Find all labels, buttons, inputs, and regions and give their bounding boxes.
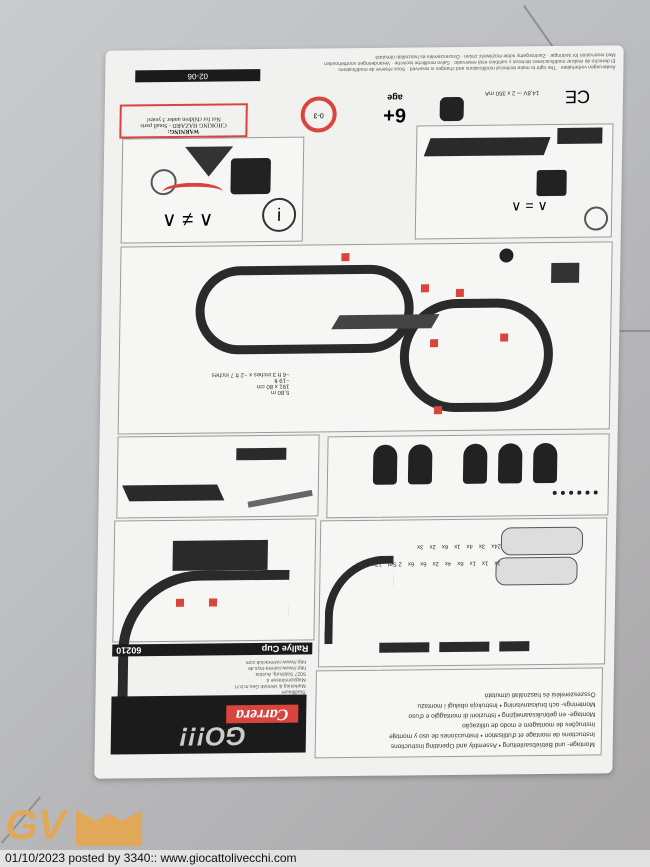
part-count: 4x — [466, 542, 473, 549]
parts-list-panel: 1x 1x 1x 6x 4x 2x 6x 6x 2 Set 12x 56x 24… — [317, 517, 608, 668]
section-marker — [433, 406, 443, 415]
part-count: 56x — [356, 560, 367, 567]
product-number: 60210 — [116, 645, 142, 656]
screws-icon — [552, 490, 598, 511]
dimensions-legend: 5,80 m 191 x 80 cm ~19 ft ~6 ft 3 inches… — [139, 371, 289, 397]
arrow-icon — [162, 182, 223, 202]
guard-rail-panel — [116, 434, 320, 519]
age-value: 6+ — [383, 103, 407, 126]
address-line: http://www.carreraclub.com — [245, 658, 307, 666]
part-count: 6x — [420, 560, 427, 567]
guide-pin-icon — [462, 443, 488, 484]
power-rating: 14,8V ⎓ 2 x 350 mA — [484, 89, 540, 96]
track-layout-panel: 5,80 m 191 x 80 cm ~19 ft ~6 ft 3 inches… — [117, 241, 613, 435]
part-count: 4x — [444, 560, 452, 567]
watermark-mascot-icon — [76, 810, 142, 846]
power-supply-panel: i ∨ ≠ ∨ — [120, 136, 305, 244]
car-icon — [500, 526, 584, 556]
part-counts: 1x 1x 1x 6x 4x 2x 6x 6x 2 Set 12x 56x 24… — [351, 539, 501, 569]
crossover-ramp — [331, 314, 440, 330]
track-piece — [172, 539, 268, 571]
part-count: 6x — [457, 559, 464, 566]
socket-icon — [583, 206, 609, 231]
section-marker — [420, 284, 430, 293]
part-count: 1x — [469, 559, 476, 566]
carrera-go-logo: Carrera GO!!! — [110, 694, 307, 755]
watermark-caption: 01/10/2023 posted by 3340:: www.giocatto… — [0, 850, 650, 867]
part-count: 2x — [432, 560, 439, 567]
straight-track-piece — [379, 642, 430, 653]
connection-panel: ∨ = ∨ — [414, 123, 614, 240]
transformer-icon — [230, 157, 271, 195]
date-code: 02-06 — [187, 71, 209, 81]
part-count: 12x — [372, 560, 382, 567]
legal-notice: Änderungen vorbehalten · The right to ma… — [245, 51, 616, 73]
controller-icon — [499, 248, 514, 263]
straight-track-piece — [423, 137, 551, 157]
choking-warning: WARNING: CHOKING HAZARD - Small parts No… — [119, 103, 248, 139]
info-icon: i — [261, 197, 297, 233]
instruction-sheet: Änderungen vorbehalten · The right to ma… — [94, 45, 624, 779]
product-name: Rallye Cup — [261, 643, 309, 654]
floor-tile-seam — [620, 330, 650, 332]
part-count: 6x — [407, 560, 415, 567]
section-marker — [430, 339, 439, 348]
part-count: 2x — [429, 543, 436, 550]
straight-track-piece — [499, 641, 530, 652]
part-count: 3x — [417, 543, 424, 550]
clip-marker — [208, 598, 218, 607]
part-count: 1x — [481, 559, 489, 566]
track-piece — [122, 484, 225, 502]
guide-pin-icon — [532, 442, 558, 484]
voltage-not-equal-symbol: ∨ ≠ ∨ — [161, 208, 214, 232]
guard-rail — [247, 489, 313, 508]
car-icon — [495, 556, 578, 586]
warning-triangle-icon — [184, 146, 234, 177]
warning-line: CHOKING HAZARD - Small parts — [140, 121, 227, 129]
address-line: 5027 Salzburg, Austria — [255, 670, 306, 678]
age-label: age — [387, 92, 403, 103]
track-piece — [236, 447, 287, 461]
pit-accessory — [551, 262, 580, 284]
battery-symbol-icon — [439, 96, 464, 122]
straight-track-piece — [557, 127, 603, 144]
transformer-icon — [536, 169, 567, 197]
part-count: 3x — [478, 542, 486, 549]
track-joining-panel — [112, 518, 317, 702]
part-count: 2 Set — [387, 560, 402, 567]
watermark-logo: GV — [5, 803, 66, 847]
language-list: Montage- und Betriebsanleitung • Assembl… — [314, 667, 604, 759]
age-restriction-label: 0-3 — [313, 111, 324, 119]
section-marker — [500, 333, 509, 342]
company-address: Stadlbauer Marketing & Vertrieb Ges.m.b.… — [186, 658, 307, 695]
track-loop-left — [194, 264, 415, 355]
caption-text: 01/10/2023 posted by 3340:: www.giocatto… — [5, 851, 297, 865]
guide-pin-icon — [407, 444, 433, 485]
date-code-bar: 02-06 — [135, 69, 261, 83]
age-restriction-icon: 0-3 — [300, 96, 337, 133]
watermark-logo-text: GV — [5, 801, 66, 848]
ce-mark: CE — [564, 86, 591, 107]
product-bar: Rallye Cup 60210 — [112, 642, 313, 657]
address-line: Marketing & Vertrieb Ges.m.b.H — [235, 682, 306, 690]
straight-track-piece — [439, 641, 490, 653]
pin-assembly-panel — [326, 433, 610, 519]
address-line: http://www.carrera-toys.de — [247, 664, 307, 672]
part-count: 6x — [441, 543, 449, 550]
guide-pin-icon — [497, 443, 523, 484]
brand-subtitle: GO!!! — [179, 721, 247, 752]
clip-marker — [175, 598, 185, 607]
part-count: 1x — [454, 542, 461, 549]
voltage-equal-symbol: ∨ = ∨ — [511, 197, 548, 214]
warning-title: WARNING: — [167, 127, 200, 135]
guide-pin-icon — [372, 444, 398, 485]
part-count: 24x — [491, 542, 501, 549]
section-marker — [341, 253, 350, 262]
age-badge: 6+ age — [374, 92, 415, 126]
section-marker — [455, 288, 464, 298]
part-count: 1x — [494, 559, 501, 566]
